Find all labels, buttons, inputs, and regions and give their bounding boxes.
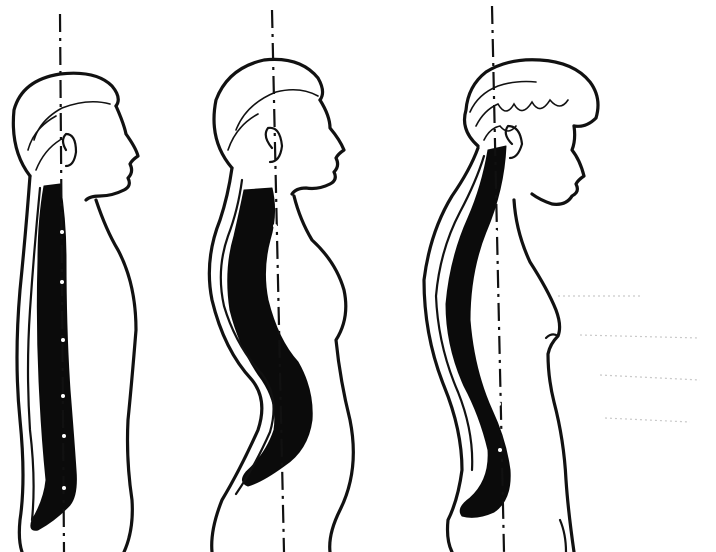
figure-1-front <box>96 200 136 552</box>
figure-3-face <box>532 126 584 204</box>
figure-1-face <box>86 106 138 200</box>
scan-artifacts <box>558 296 700 422</box>
figure-2-ear <box>266 128 282 162</box>
figure-1-ear <box>63 134 76 166</box>
figure-1-hair <box>13 73 118 176</box>
figure-2-spine <box>228 188 312 486</box>
figure-1-spine <box>31 184 77 530</box>
figure-3-front <box>514 200 574 552</box>
figure-2-hair <box>214 59 323 168</box>
figure-3-forward-head <box>424 60 598 552</box>
figure-1-upright <box>13 73 138 552</box>
figure-3-spine <box>446 146 510 517</box>
figure-2-face <box>292 100 344 194</box>
